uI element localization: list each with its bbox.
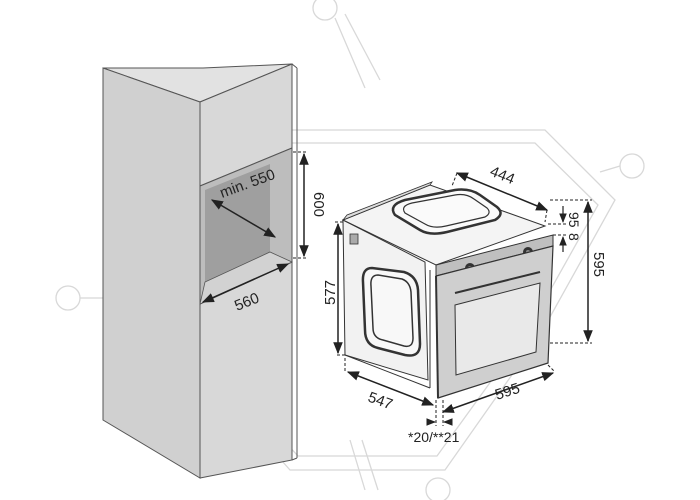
dimension-595-width: 595 <box>441 364 556 413</box>
tall-cabinet <box>102 63 298 479</box>
label-444: 444 <box>488 163 518 188</box>
label-door-thickness: *20/**21 <box>408 429 460 445</box>
dimension-577: 577 <box>322 221 345 356</box>
dimension-8: 8 <box>566 233 582 241</box>
dimension-95: 95 <box>548 206 582 252</box>
built-in-oven <box>341 181 554 399</box>
label-595-height: 595 <box>590 252 607 277</box>
dimension-595-height: 595 <box>550 199 607 344</box>
label-8: 8 <box>566 233 582 241</box>
label-577: 577 <box>322 280 339 305</box>
label-600: 600 <box>310 192 327 217</box>
label-595-width: 595 <box>493 380 522 404</box>
label-547: 547 <box>366 389 395 414</box>
dimension-door-thickness: *20/**21 <box>408 400 460 445</box>
label-95: 95 <box>566 212 582 228</box>
dimension-600: 600 <box>293 151 327 259</box>
